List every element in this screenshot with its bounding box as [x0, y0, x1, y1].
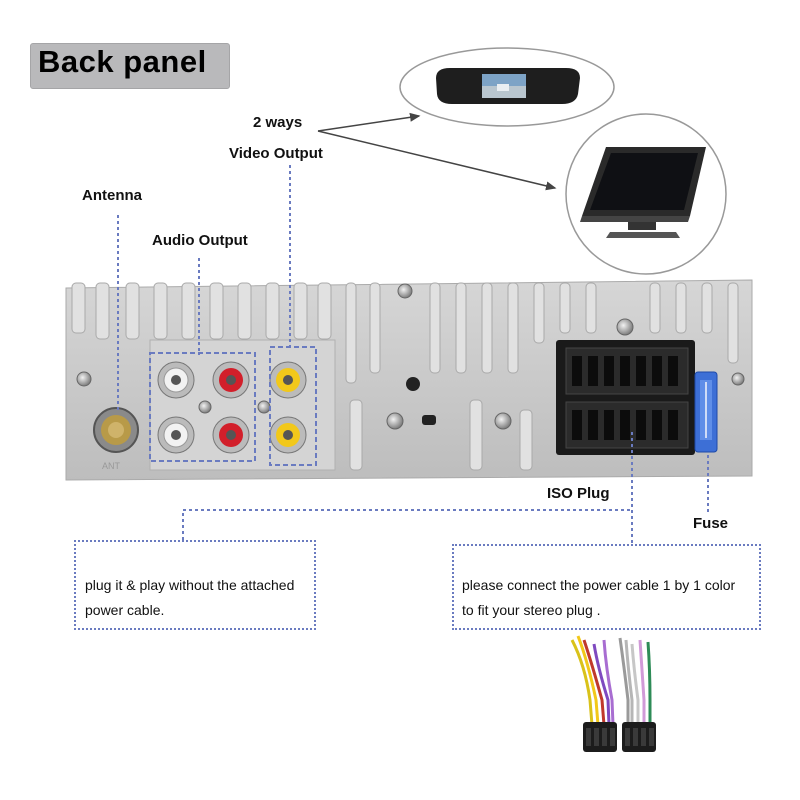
audio-output-label: Audio Output [152, 232, 248, 249]
rca-jack-red-bottom [212, 416, 250, 454]
left-note-line2: power cable. [85, 602, 165, 618]
harness-connectors [583, 722, 656, 752]
audio-output-highlight [149, 352, 256, 462]
dashboard-monitor-icon [565, 113, 727, 275]
rca-jack-white-top [157, 361, 195, 399]
rca-jack-yellow-bottom [269, 416, 307, 454]
iso-connector-icon [556, 340, 695, 455]
rca-jacks [157, 361, 307, 454]
wiring-harness-icon [570, 635, 652, 726]
antenna-label: Antenna [82, 187, 142, 204]
left-note-leader [182, 509, 632, 540]
antenna-marking: ANT [102, 461, 121, 471]
right-note-box: please connect the power cable 1 by 1 co… [452, 544, 761, 630]
rearview-mirror-monitor-icon [399, 47, 615, 127]
rca-jack-red-top [212, 361, 250, 399]
right-note-line2: to fit your stereo plug . [462, 602, 601, 618]
fuse-label: Fuse [693, 515, 729, 532]
left-note-box: plug it & play without the attached powe… [74, 540, 316, 630]
rca-jack-yellow-top [269, 361, 307, 399]
page-title: Back panel [38, 44, 207, 79]
left-note-line1: plug it & play without the attached [85, 577, 295, 593]
two-ways-label: 2 ways [253, 114, 303, 131]
title-badge [30, 43, 230, 89]
video-output-label: Video Output [229, 145, 323, 162]
antenna-socket-icon [93, 407, 139, 453]
video-output-highlight [269, 346, 317, 466]
rca-jack-white-bottom [157, 416, 195, 454]
fuse-icon [694, 371, 718, 453]
iso-plug-label: ISO Plug [547, 485, 610, 502]
right-note-line1: please connect the power cable 1 by 1 co… [462, 577, 736, 593]
video-output-arrows [317, 112, 557, 191]
